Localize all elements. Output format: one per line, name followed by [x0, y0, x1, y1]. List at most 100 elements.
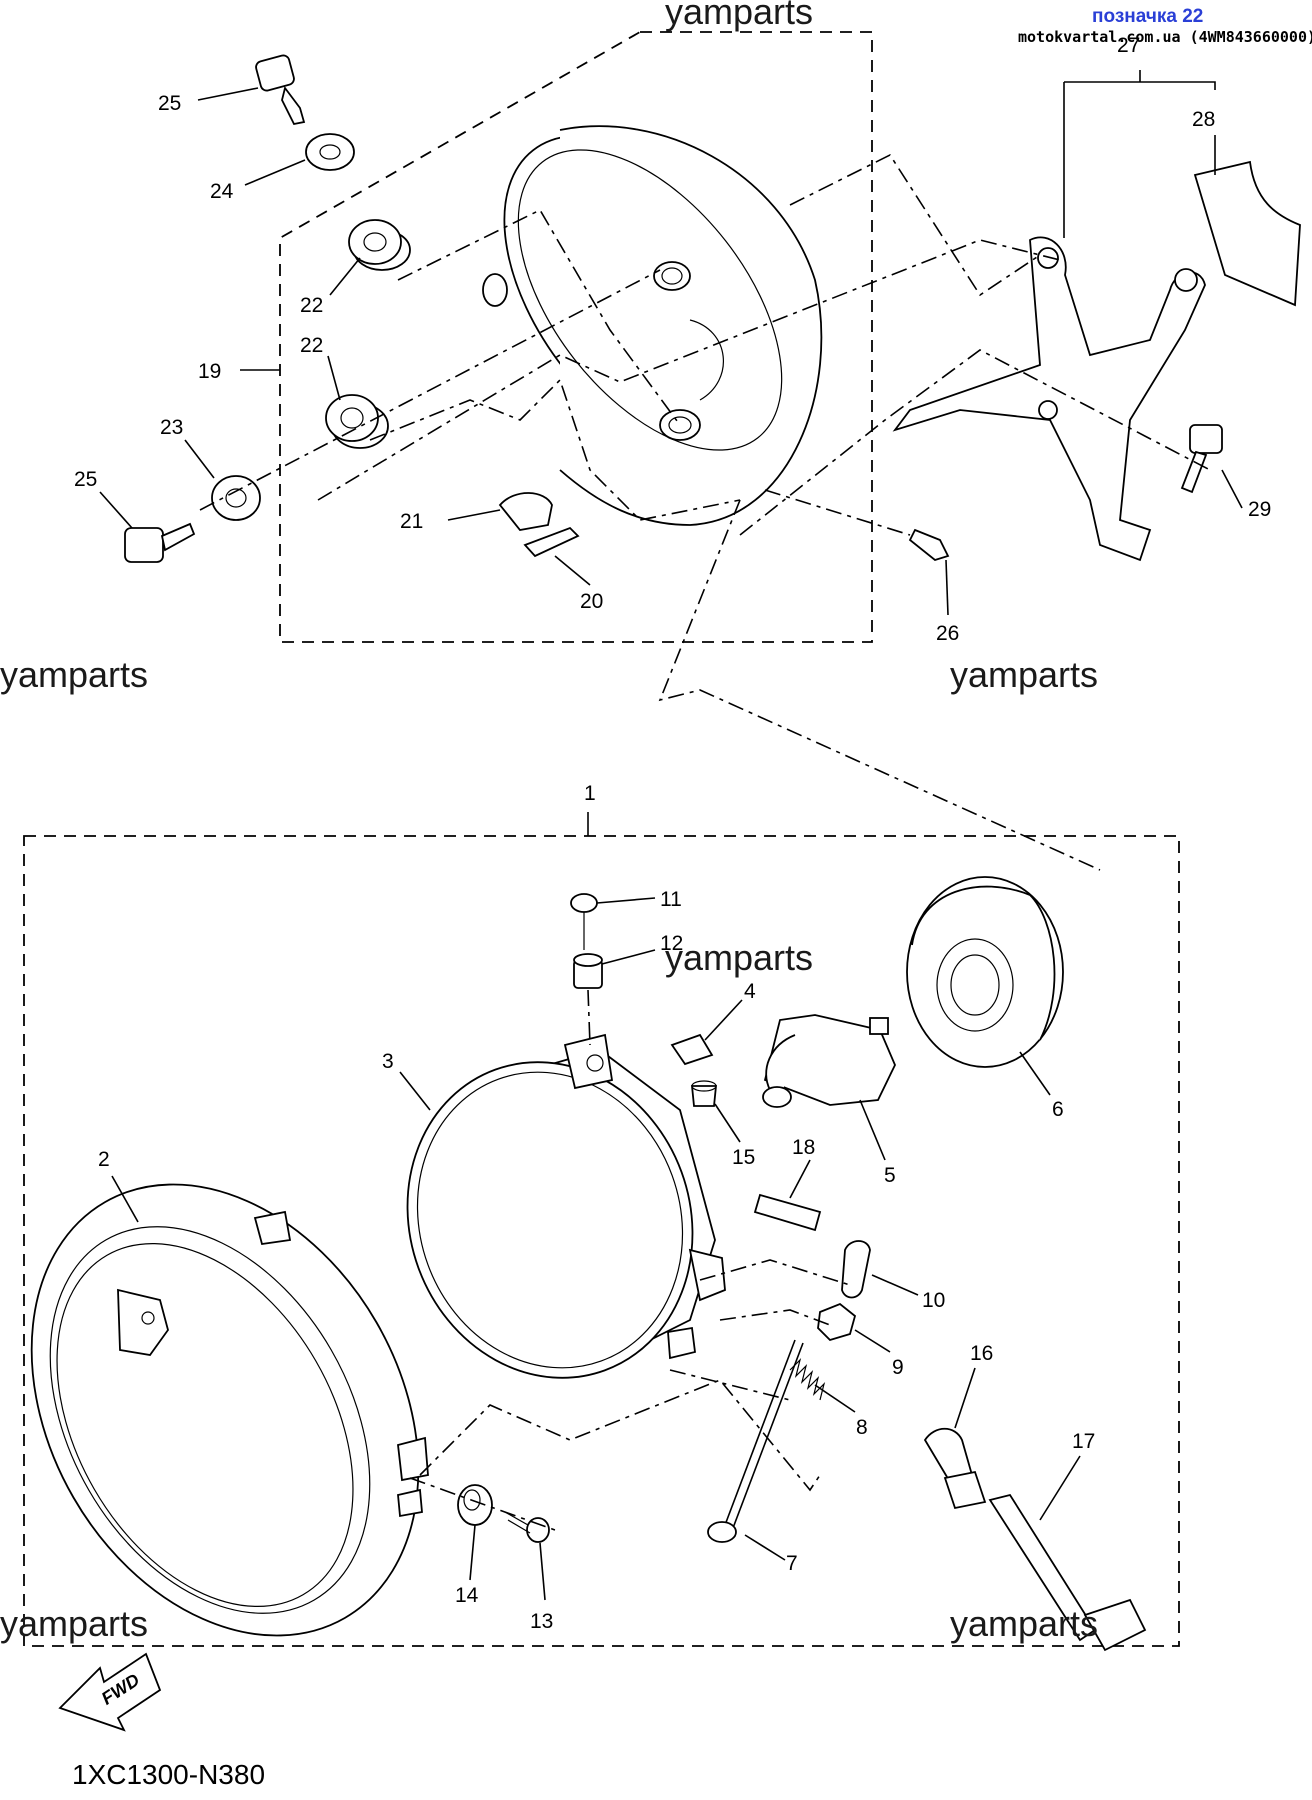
group-19-box: [279, 31, 873, 643]
leader-3: [399, 1071, 431, 1111]
leader-27: [1064, 70, 1216, 90]
diagram-code: 1XC1300-N380: [72, 1759, 265, 1790]
callout-18: 18: [792, 1136, 815, 1159]
callout-22-lower: 22: [300, 334, 323, 357]
pad-20: [523, 526, 580, 558]
callout-22-upper: 22: [300, 294, 323, 317]
nut-9: [817, 1302, 857, 1342]
grommet-14: [457, 1484, 493, 1526]
screw-26: [908, 528, 950, 562]
leader-5: [859, 1099, 886, 1161]
leader-22a: [329, 257, 361, 296]
spring-8: [789, 1358, 826, 1401]
callout-14: 14: [455, 1584, 479, 1607]
screw-11: [570, 893, 598, 950]
callout-29: 29: [1248, 498, 1271, 521]
leader-20: [554, 555, 591, 586]
grommet-upper: [348, 219, 411, 271]
leader-24: [244, 159, 306, 186]
callout-25-upper: 25: [158, 92, 181, 115]
callout-10: 10: [922, 1289, 945, 1312]
bolt-25-lower: [124, 522, 196, 563]
leader-8: [814, 1384, 856, 1413]
leader-14: [469, 1524, 476, 1581]
group-1-box: [23, 835, 1180, 1647]
watermark-mid-left: yamparts: [0, 654, 148, 695]
leader-12: [601, 949, 656, 965]
callout-1: 1: [584, 782, 596, 805]
callout-7: 7: [786, 1552, 798, 1575]
lead-wire-17: [988, 1493, 1147, 1652]
leader-18: [789, 1159, 811, 1199]
adjusting-screw-7: [707, 1339, 804, 1543]
leader-10: [871, 1274, 919, 1296]
leader-2: [111, 1175, 139, 1223]
leader-23: [184, 439, 215, 479]
axis-connector: [719, 1309, 831, 1326]
leader-26: [945, 559, 949, 616]
nut-15: [691, 1080, 717, 1107]
axis-rim-screw: [409, 1477, 556, 1531]
callout-19: 19: [198, 360, 221, 383]
leader-25a: [197, 87, 259, 101]
leader-9: [854, 1329, 891, 1353]
leader-16: [954, 1367, 976, 1429]
axis-to-lower-group: [658, 499, 1101, 871]
leader-13: [539, 1542, 546, 1601]
callout-21: 21: [400, 510, 423, 533]
header-tag: позначка 22: [1092, 6, 1203, 27]
bolt-29: [1180, 424, 1223, 494]
leader-11: [596, 897, 656, 904]
callout-15: 15: [732, 1146, 755, 1169]
headlight-housing: [482, 125, 823, 526]
watermark-top: yamparts: [665, 0, 813, 32]
headlight-bracket: [892, 236, 1206, 562]
leader-25b: [99, 491, 133, 529]
axis-grommet-upper: [397, 208, 681, 426]
axis-lens-adjust: [669, 1369, 791, 1401]
axis-bulb: [699, 1259, 851, 1286]
connector-18: [753, 1193, 822, 1232]
bracket-plate: [1193, 160, 1301, 307]
leader-29: [1221, 469, 1243, 509]
leader-6: [1019, 1051, 1051, 1096]
callout-12: 12: [660, 932, 683, 955]
header-source: motokvartal.com.ua (4WM843660000): [1018, 28, 1312, 46]
clamp-21: [498, 492, 553, 531]
callout-25-lower: 25: [74, 468, 97, 491]
callout-5: 5: [884, 1164, 896, 1187]
watermark-mid-right: yamparts: [950, 654, 1098, 695]
callout-11: 11: [660, 888, 682, 911]
sleeve-10: [841, 1240, 871, 1299]
callout-24: 24: [210, 180, 234, 203]
callout-17: 17: [1072, 1430, 1095, 1453]
callout-4: 4: [744, 980, 756, 1003]
rear-cover: [906, 876, 1064, 1068]
leader-7: [744, 1534, 786, 1561]
collar-12: [573, 953, 603, 989]
callout-6: 6: [1052, 1098, 1064, 1121]
leader-21: [447, 509, 501, 521]
bolt-25-upper: [255, 54, 306, 126]
leader-17: [1039, 1455, 1081, 1521]
callout-23: 23: [160, 416, 183, 439]
watermark-center: yamparts: [665, 937, 813, 978]
axis-screw-26: [764, 489, 911, 536]
leader-15: [714, 1103, 741, 1143]
watermark-bottom-left: yamparts: [0, 1603, 148, 1644]
callout-3: 3: [382, 1050, 394, 1073]
callout-9: 9: [892, 1356, 904, 1379]
collar-24: [305, 133, 355, 171]
bulb-5: [762, 1014, 896, 1108]
nut-4: [670, 1033, 714, 1066]
screw-13: [504, 1511, 550, 1543]
washer-23: [211, 475, 261, 521]
callout-2: 2: [98, 1148, 110, 1171]
axis-lens-lower: [419, 1379, 821, 1492]
lens-unit: [406, 1033, 726, 1379]
axis-screw-11: [587, 989, 591, 1046]
bulb-socket-16: [923, 1427, 987, 1510]
watermark-bottom-right: yamparts: [950, 1603, 1098, 1644]
grommet-lower: [325, 394, 389, 449]
